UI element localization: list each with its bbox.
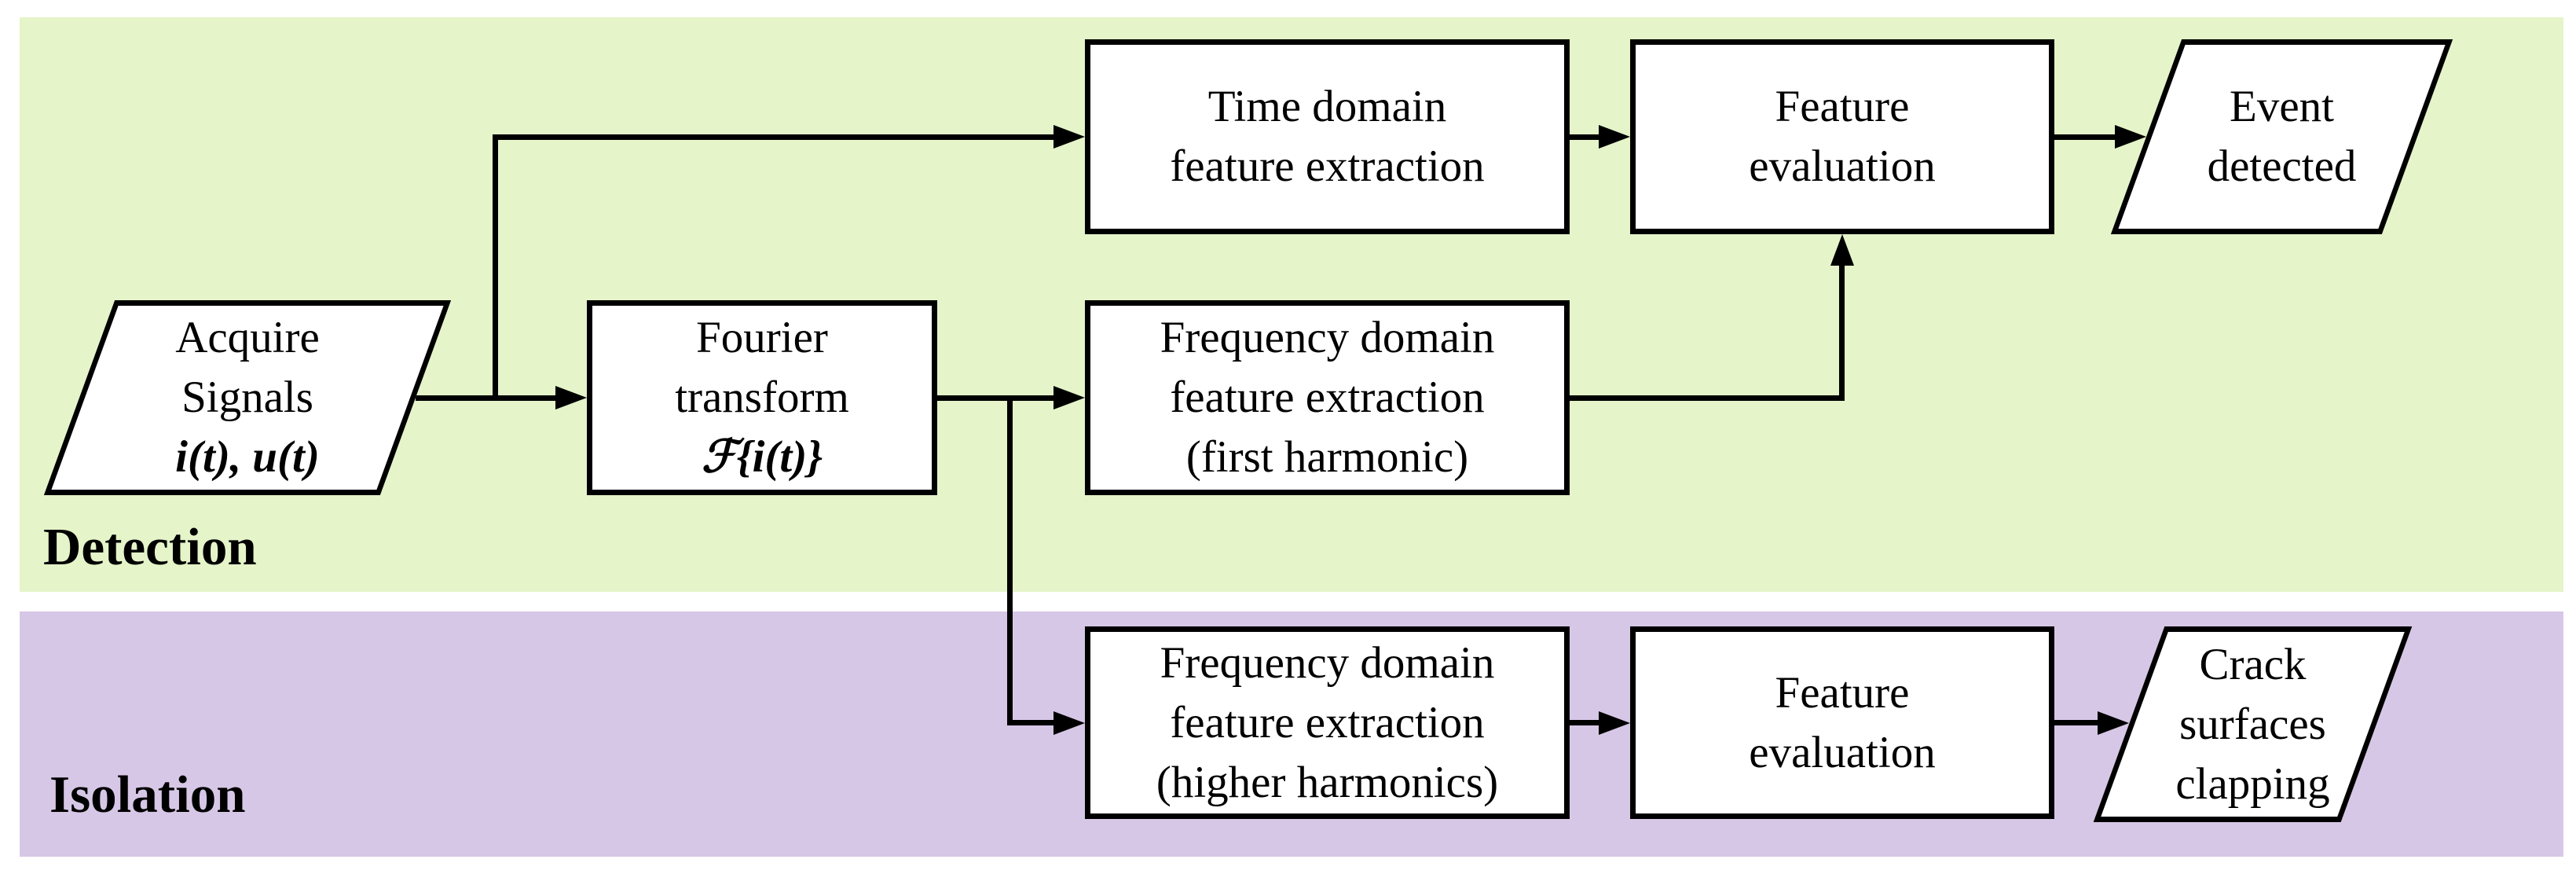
node-text-line: (higher harmonics) <box>1156 757 1499 807</box>
node-text-line: transform <box>675 373 849 422</box>
connector-time-to-feature-eval <box>1570 134 1599 140</box>
connector-freq-first-elbow-h <box>1570 395 1845 401</box>
connector-branch-down <box>1007 395 1013 725</box>
connector-fourier-to-freq-first <box>937 395 1053 401</box>
node-text-line: Event <box>2230 82 2334 131</box>
node-feature-evaluation-detection: Feature evaluation <box>1630 39 2054 234</box>
node-fourier-transform: Fourier transform ℱ{i(t)} <box>587 300 937 495</box>
node-text-line: surfaces <box>2179 699 2326 749</box>
node-text: Acquire Signals i(t), u(t) <box>175 308 320 487</box>
connector-feature-eval-to-crack <box>2054 720 2098 725</box>
connector-feature-eval-to-event <box>2054 134 2115 140</box>
node-text-line: feature extraction <box>1170 141 1485 191</box>
arrowhead-into-freq-higher <box>1053 711 1085 735</box>
node-feature-evaluation-isolation: Feature evaluation <box>1630 626 2054 819</box>
node-text-line: Frequency domain <box>1160 313 1495 362</box>
arrowhead-into-fourier <box>555 386 587 409</box>
connector-freq-higher-to-feature-eval <box>1570 720 1599 725</box>
arrowhead-into-time-domain <box>1053 125 1085 149</box>
node-text-line: (first harmonic) <box>1185 432 1469 482</box>
node-text-line: feature extraction <box>1170 373 1485 422</box>
node-text-line: Time domain <box>1207 82 1447 131</box>
arrowhead-into-crack-surfaces <box>2098 711 2129 735</box>
node-crack-surfaces-clapping: Crack surfaces clapping <box>2093 626 2413 822</box>
arrowhead-into-freq-first <box>1053 386 1085 409</box>
node-text-line: Feature <box>1775 82 1910 131</box>
node-text-line: Crack <box>2199 639 2307 689</box>
connector-to-freq-higher <box>1007 720 1053 725</box>
connector-branch-up <box>493 134 498 401</box>
node-text-math: i(t), u(t) <box>175 432 320 482</box>
detection-region-label: Detection <box>43 518 257 576</box>
node-text-line: Fourier <box>696 313 828 362</box>
node-text-line: clapping <box>2175 758 2330 809</box>
node-text-line: feature extraction <box>1170 697 1485 747</box>
arrowhead-into-feature-eval-bottom <box>1599 711 1630 735</box>
node-event-detected: Event detected <box>2110 39 2453 234</box>
arrowhead-into-feature-eval-top <box>1599 125 1630 149</box>
node-text-line: Feature <box>1775 667 1910 718</box>
node-frequency-domain-higher-harmonics: Frequency domain feature extraction (hig… <box>1085 626 1570 819</box>
node-text-math: ℱ{i(t)} <box>701 432 823 482</box>
node-text-line: Acquire <box>175 313 320 362</box>
connector-acquire-to-fourier <box>416 395 555 401</box>
node-text-line: Signals <box>181 373 313 422</box>
arrowhead-into-event-detected <box>2115 125 2146 149</box>
node-text-line: Frequency domain <box>1160 637 1495 688</box>
node-text: Event detected <box>2208 77 2357 196</box>
connector-freq-first-elbow-v <box>1839 264 1845 401</box>
node-acquire-signals: Acquire Signals i(t), u(t) <box>43 300 452 495</box>
isolation-region-label: Isolation <box>49 766 246 824</box>
arrowhead-up-into-feature-eval-top <box>1830 234 1854 266</box>
node-frequency-domain-first-harmonic: Frequency domain feature extraction (fir… <box>1085 300 1570 495</box>
node-text: Crack surfaces clapping <box>2175 635 2329 814</box>
node-text-line: evaluation <box>1749 727 1936 777</box>
node-text-line: detected <box>2207 141 2357 191</box>
node-time-domain-feature-extraction: Time domain feature extraction <box>1085 39 1570 234</box>
node-text-line: evaluation <box>1749 141 1936 191</box>
connector-to-time-domain <box>493 134 1053 140</box>
